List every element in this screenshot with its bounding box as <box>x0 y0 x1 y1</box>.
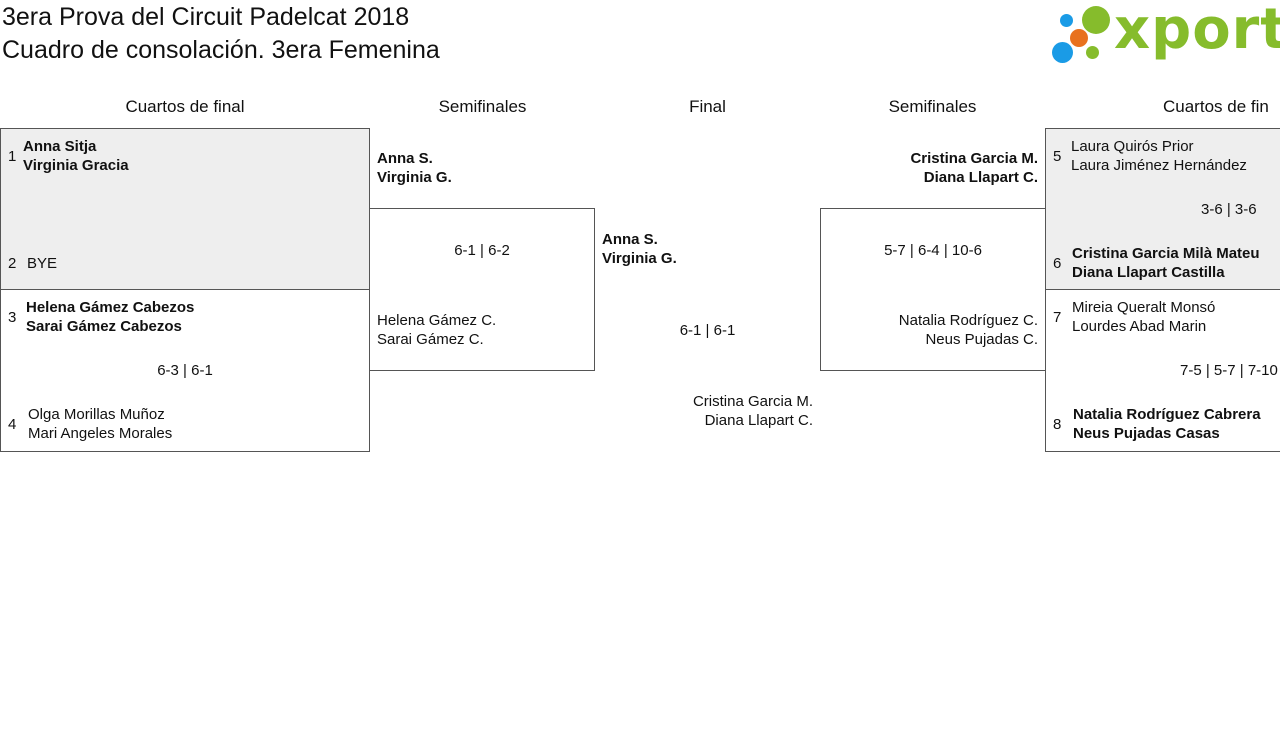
seed-number: 1 <box>8 148 17 165</box>
match-score: 6-1 | 6-2 <box>454 242 510 259</box>
player-name: Natalia Rodríguez Cabrera <box>1073 406 1261 423</box>
page-title: 3era Prova del Circuit Padelcat 2018 <box>2 3 410 31</box>
player-name: Cristina Garcia M. <box>692 393 813 410</box>
header-left-semifinals: Semifinales <box>438 97 527 116</box>
match-qf2: 3 Helena Gámez Cabezos Sarai Gámez Cabez… <box>0 289 370 452</box>
seed-number: 8 <box>1053 416 1062 433</box>
seed-number: 3 <box>8 309 17 326</box>
player-name: Mari Angeles Morales <box>28 425 173 442</box>
match-score: 3-6 | 3-6 <box>1201 201 1257 218</box>
player-name: Laura Jiménez Hernández <box>1071 157 1247 174</box>
seed-number: 2 <box>8 255 17 272</box>
player-name: Cristina Garcia Milà Mateu <box>1072 245 1260 262</box>
seed-number: 7 <box>1053 309 1062 326</box>
player-name: Sarai Gámez Cabezos <box>26 318 182 335</box>
player-name: Neus Pujadas C. <box>925 331 1038 348</box>
seed-number: 5 <box>1053 148 1062 165</box>
logo-dot-blue-large <box>1052 42 1073 63</box>
player-name: Mireia Queralt Monsó <box>1072 299 1216 316</box>
player-name: Laura Quirós Prior <box>1071 138 1194 155</box>
match-sf-right: 5-7 | 6-4 | 10-6 Natalia Rodríguez C. Ne… <box>820 208 1046 371</box>
player-name: Virginia Gracia <box>23 157 129 174</box>
player-name: Diana Llapart C. <box>923 169 1038 186</box>
match-score: 5-7 | 6-4 | 10-6 <box>884 242 982 259</box>
xporty-logo: xporty <box>1052 0 1280 68</box>
player-name: Olga Morillas Muñoz <box>28 406 165 423</box>
logo-dot-orange <box>1070 29 1088 47</box>
player-name: Anna S. <box>377 150 433 167</box>
header-final: Final <box>689 97 726 116</box>
logo-text: xporty <box>1114 0 1280 62</box>
logo-dot-green <box>1082 6 1110 34</box>
player-name: Anna S. <box>602 231 658 248</box>
logo-dot-blue <box>1060 14 1073 27</box>
match-qf4: 7 Mireia Queralt Monsó Lourdes Abad Mari… <box>1045 289 1280 452</box>
seed-number: 6 <box>1053 255 1062 272</box>
player-name: BYE <box>27 255 58 272</box>
page-subtitle: Cuadro de consolación. 3era Femenina <box>2 36 440 64</box>
header-right-semifinals: Semifinales <box>888 97 977 116</box>
match-score: 6-1 | 6-1 <box>679 322 736 339</box>
player-name: Virginia G. <box>377 169 452 186</box>
match-score: 7-5 | 5-7 | 7-10 <box>1180 362 1278 379</box>
player-name: Virginia G. <box>602 250 677 267</box>
logo-dot-green-small <box>1086 46 1099 59</box>
player-name: Cristina Garcia M. <box>910 150 1038 167</box>
match-qf1: 1 Anna Sitja Virginia Gracia 2 BYE <box>0 128 370 290</box>
seed-number: 4 <box>8 416 17 433</box>
player-name: Diana Llapart Castilla <box>1072 264 1225 281</box>
player-name: Neus Pujadas Casas <box>1073 425 1220 442</box>
player-name: Helena Gámez Cabezos <box>26 299 195 316</box>
header-left-quarterfinals: Cuartos de final <box>125 97 245 116</box>
player-name: Sarai Gámez C. <box>377 331 484 348</box>
player-name: Natalia Rodríguez C. <box>898 312 1038 329</box>
player-name: Helena Gámez C. <box>377 312 497 329</box>
match-qf3: 5 Laura Quirós Prior Laura Jiménez Herná… <box>1045 128 1280 290</box>
player-name: Anna Sitja <box>23 138 97 155</box>
player-name: Diana Llapart C. <box>704 412 813 429</box>
player-name: Lourdes Abad Marin <box>1072 318 1207 335</box>
match-sf-left: 6-1 | 6-2 Helena Gámez C. Sarai Gámez C. <box>369 208 595 371</box>
match-score: 6-3 | 6-1 <box>157 362 213 379</box>
header-right-quarterfinals: Cuartos de fin <box>1163 97 1269 116</box>
